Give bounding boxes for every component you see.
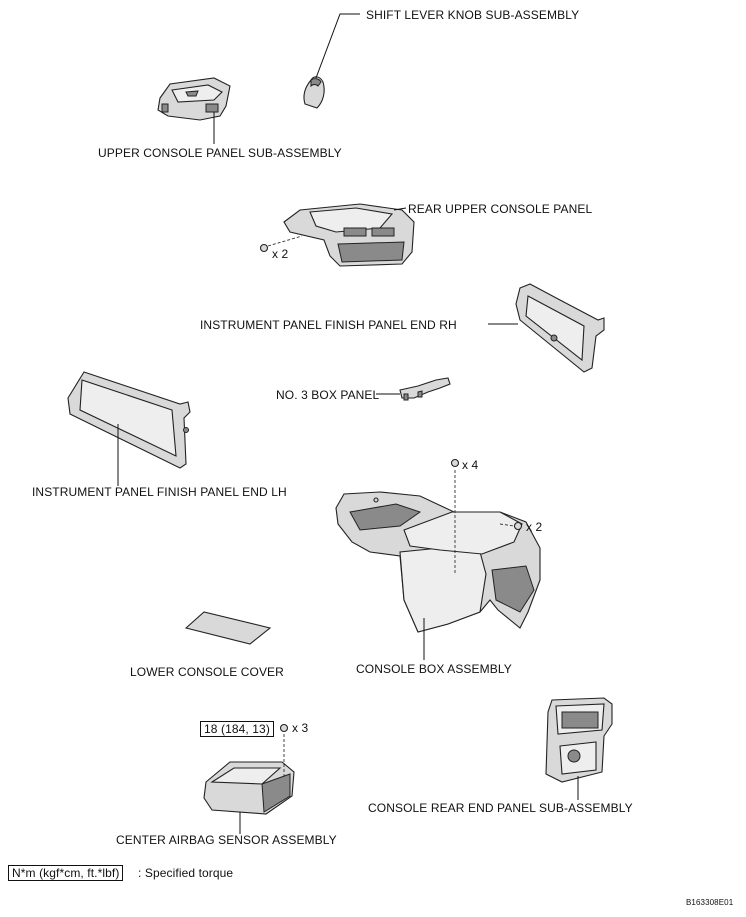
- finish-panel-end-rh-drawing: [488, 283, 605, 373]
- label-no3-box-panel: NO. 3 BOX PANEL: [276, 388, 380, 402]
- qty-console-box-bolts: x 2: [526, 520, 543, 534]
- qty-rear-upper-console-clips: x 2: [272, 247, 289, 261]
- torque-box-airbag-sensor: 18 (184, 13): [200, 721, 274, 737]
- lower-console-cover-drawing: [184, 611, 272, 645]
- no3-box-panel-drawing: [376, 377, 451, 401]
- label-finish-panel-end-rh: INSTRUMENT PANEL FINISH PANEL END RH: [200, 318, 457, 332]
- finish-panel-end-lh-drawing: [67, 371, 191, 486]
- console-box-assembly-drawing: [335, 458, 541, 660]
- label-lower-console-cover: LOWER CONSOLE COVER: [130, 665, 284, 679]
- label-upper-console-panel: UPPER CONSOLE PANEL SUB-ASSEMBLY: [98, 146, 342, 160]
- label-rear-upper-console-panel: REAR UPPER CONSOLE PANEL: [408, 202, 593, 216]
- legend-torque-units: N*m (kgf*cm, ft.*lbf): [8, 865, 124, 881]
- label-finish-panel-end-lh: INSTRUMENT PANEL FINISH PANEL END LH: [32, 485, 287, 499]
- label-shift-lever-knob: SHIFT LEVER KNOB SUB-ASSEMBLY: [366, 8, 580, 22]
- qty-airbag-sensor-bolts: x 3: [292, 721, 309, 735]
- rear-upper-console-panel-drawing: [259, 203, 415, 267]
- console-rear-end-panel-drawing: [545, 697, 613, 800]
- legend-description: : Specified torque: [138, 866, 234, 880]
- shift-lever-knob-drawing: [303, 13, 360, 109]
- figure-id: B163308E01: [686, 898, 734, 907]
- upper-console-panel-drawing: [157, 77, 231, 144]
- qty-console-box-screws: x 4: [462, 458, 479, 472]
- label-console-box-assembly: CONSOLE BOX ASSEMBLY: [356, 662, 512, 676]
- label-console-rear-end-panel: CONSOLE REAR END PANEL SUB-ASSEMBLY: [368, 801, 633, 815]
- center-airbag-sensor-drawing: [203, 723, 295, 834]
- label-center-airbag-sensor: CENTER AIRBAG SENSOR ASSEMBLY: [116, 833, 337, 847]
